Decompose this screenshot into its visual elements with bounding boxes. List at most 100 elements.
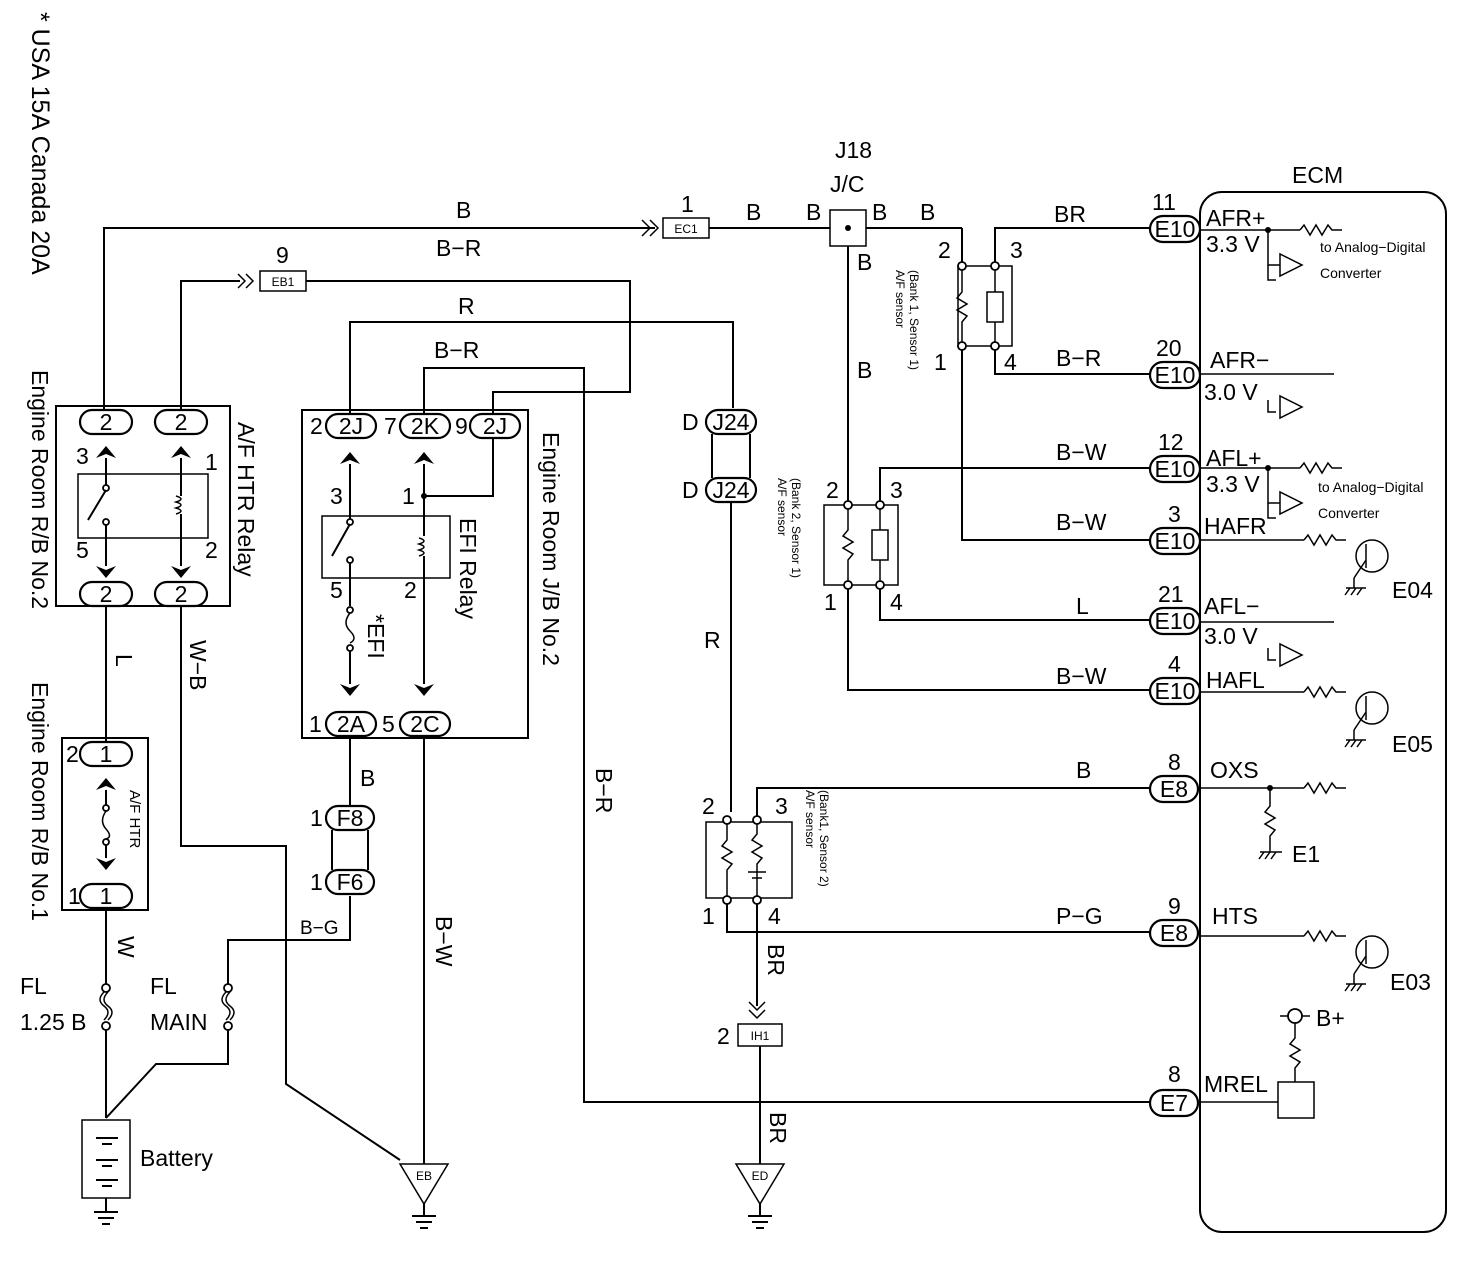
svg-text:E10: E10 [1155, 528, 1196, 554]
svg-text:D: D [682, 409, 699, 435]
svg-text:B: B [360, 765, 375, 791]
efi-fuse-label: *EFI [363, 614, 389, 659]
svg-text:E7: E7 [1160, 1090, 1188, 1116]
svg-text:8: 8 [1168, 1061, 1181, 1087]
svg-text:3: 3 [775, 793, 788, 819]
svg-text:B−W: B−W [431, 916, 457, 967]
svg-text:4: 4 [1168, 651, 1181, 677]
svg-text:IH1: IH1 [751, 1029, 770, 1043]
svg-text:1: 1 [681, 191, 694, 217]
svg-text:5: 5 [76, 537, 89, 563]
svg-text:B−W: B−W [1056, 439, 1107, 465]
svg-text:E8: E8 [1160, 776, 1188, 802]
svg-text:AFL+: AFL+ [1206, 445, 1262, 471]
svg-text:5: 5 [382, 711, 395, 737]
svg-text:1: 1 [824, 589, 837, 615]
svg-text:W−B: W−B [185, 640, 211, 690]
svg-text:R: R [704, 627, 721, 653]
engine-room-jb-no2: Engine Room J/B No.2 EFI Relay *EFI 2J 2… [301, 409, 564, 739]
fuse-note: * USA 15A Canada 20A [26, 12, 54, 275]
svg-text:2: 2 [205, 537, 218, 563]
top-wiring: B EC1 1 B B J18 J/C B B B B B−R EB1 9 R [103, 137, 1150, 1103]
ecm-connectors: E10 11 AFR+ 3.3 V E10 20 AFR− 3.0 V E10 … [1148, 189, 1269, 1118]
ecm-pin-hafl [1148, 676, 1202, 706]
svg-text:E03: E03 [1390, 969, 1431, 995]
svg-text:J24: J24 [712, 477, 749, 503]
svg-text:FL: FL [150, 973, 177, 999]
svg-text:(Bank 1, Sensor 1): (Bank 1, Sensor 1) [907, 270, 921, 370]
ecm-pin-oxs [1148, 774, 1200, 804]
svg-text:B−W: B−W [1056, 663, 1107, 689]
svg-text:2: 2 [100, 581, 113, 607]
svg-text:20: 20 [1156, 335, 1182, 361]
svg-text:2: 2 [938, 237, 951, 263]
svg-text:3: 3 [330, 483, 343, 509]
svg-text:B−W: B−W [1056, 509, 1107, 535]
svg-text:Converter: Converter [1320, 265, 1382, 281]
ecm-title: ECM [1292, 162, 1343, 188]
svg-text:Converter: Converter [1318, 505, 1380, 521]
svg-text:8: 8 [1168, 749, 1181, 775]
svg-text:B−R: B−R [1056, 345, 1101, 371]
svg-text:B: B [456, 197, 471, 223]
svg-text:Battery: Battery [140, 1145, 213, 1171]
svg-text:1: 1 [402, 483, 415, 509]
svg-text:MAIN: MAIN [150, 1009, 208, 1035]
svg-text:2A: 2A [337, 711, 366, 737]
ecm-pin-hafr [1148, 526, 1202, 556]
svg-text:B: B [920, 199, 935, 225]
engine-room-rb-no2: A/F HTR Relay Engine Room R/B No.2 2 2 3… [27, 370, 259, 609]
svg-text:4: 4 [890, 589, 903, 615]
connectors-j24: J24 D J24 D R [682, 408, 758, 812]
jb2-title: Engine Room J/B No.2 [538, 432, 564, 666]
svg-text:B−G: B−G [300, 918, 339, 939]
svg-text:E1: E1 [1292, 841, 1320, 867]
svg-text:E8: E8 [1160, 920, 1188, 946]
svg-text:A/F sensor: A/F sensor [775, 478, 789, 536]
svg-text:E10: E10 [1155, 608, 1196, 634]
svg-text:F6: F6 [337, 869, 364, 895]
ecm-unit: ECM [1199, 162, 1447, 1233]
svg-text:B+: B+ [1316, 1005, 1345, 1031]
svg-text:L: L [1076, 593, 1089, 619]
svg-text:MREL: MREL [1204, 1071, 1268, 1097]
svg-text:B: B [872, 199, 887, 225]
svg-text:1: 1 [310, 869, 323, 895]
svg-text:BR: BR [765, 1112, 791, 1144]
svg-text:1: 1 [309, 711, 322, 737]
svg-text:B: B [806, 199, 821, 225]
svg-text:E05: E05 [1392, 731, 1433, 757]
svg-text:B: B [857, 249, 872, 275]
engine-room-rb-no1: Engine Room R/B No.1 A/F HTR 1 2 1 1 [27, 682, 149, 921]
ecm-pin-hts [1148, 918, 1200, 948]
power-supply: W FL 1.25 B FL MAIN B−G Battery [20, 896, 351, 1225]
svg-text:BR: BR [763, 944, 789, 976]
svg-text:P−G: P−G [1056, 903, 1103, 929]
svg-text:E10: E10 [1155, 216, 1196, 242]
svg-text:1: 1 [100, 883, 113, 909]
svg-text:to Analog−Digital: to Analog−Digital [1320, 239, 1425, 255]
svg-text:HTS: HTS [1212, 903, 1258, 929]
svg-text:E04: E04 [1392, 577, 1433, 603]
svg-text:W: W [113, 936, 139, 958]
svg-text:1: 1 [934, 349, 947, 375]
svg-text:(Bank1, Sensor 2): (Bank1, Sensor 2) [817, 790, 831, 887]
svg-text:2: 2 [175, 409, 188, 435]
svg-text:B: B [746, 199, 761, 225]
svg-text:B: B [1076, 757, 1091, 783]
af-sensor-bank1-sensor2: 2 3 1 4 A/F sensor (Bank1, Sensor 2) B P… [702, 757, 1150, 1229]
rb1-connector-top [78, 740, 134, 768]
svg-text:9: 9 [1168, 893, 1181, 919]
svg-text:EB: EB [416, 1169, 432, 1183]
svg-text:7: 7 [384, 413, 397, 439]
svg-text:1.25 B: 1.25 B [20, 1009, 87, 1035]
svg-text:2K: 2K [411, 413, 440, 439]
svg-text:E10: E10 [1155, 362, 1196, 388]
svg-text:5: 5 [330, 577, 343, 603]
svg-text:2: 2 [100, 409, 113, 435]
svg-text:AFR−: AFR− [1210, 347, 1269, 373]
svg-text:B: B [857, 357, 872, 383]
rb2-connector-c2 [153, 408, 209, 436]
svg-text:E10: E10 [1155, 456, 1196, 482]
ecm-internal: to Analog−Digital Converter to Analog−Di… [1200, 223, 1433, 1119]
